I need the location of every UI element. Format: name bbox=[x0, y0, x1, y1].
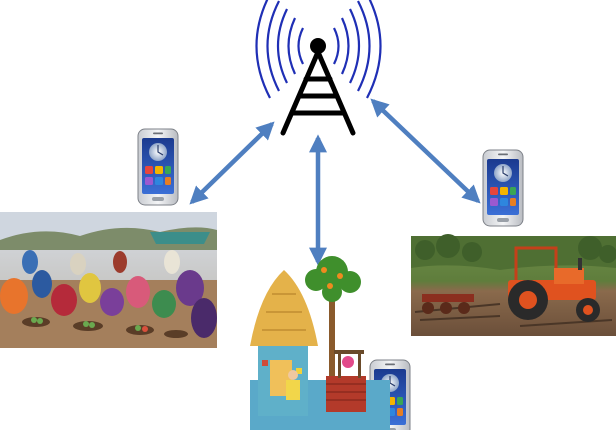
tractor-field-photo bbox=[411, 234, 616, 336]
radio-tower-icon bbox=[255, 0, 382, 136]
water-well bbox=[326, 350, 366, 412]
arrow-tower-market bbox=[189, 121, 275, 205]
arrow-tower-farm bbox=[370, 98, 481, 204]
smartphone-icon bbox=[137, 128, 179, 206]
tractor-icon bbox=[508, 246, 600, 322]
rural-market-photo bbox=[0, 212, 217, 348]
connection-arrows bbox=[189, 98, 481, 266]
signal-waves bbox=[255, 0, 382, 99]
village-hut-illustration bbox=[250, 256, 390, 430]
smartphone-icon bbox=[482, 149, 524, 227]
